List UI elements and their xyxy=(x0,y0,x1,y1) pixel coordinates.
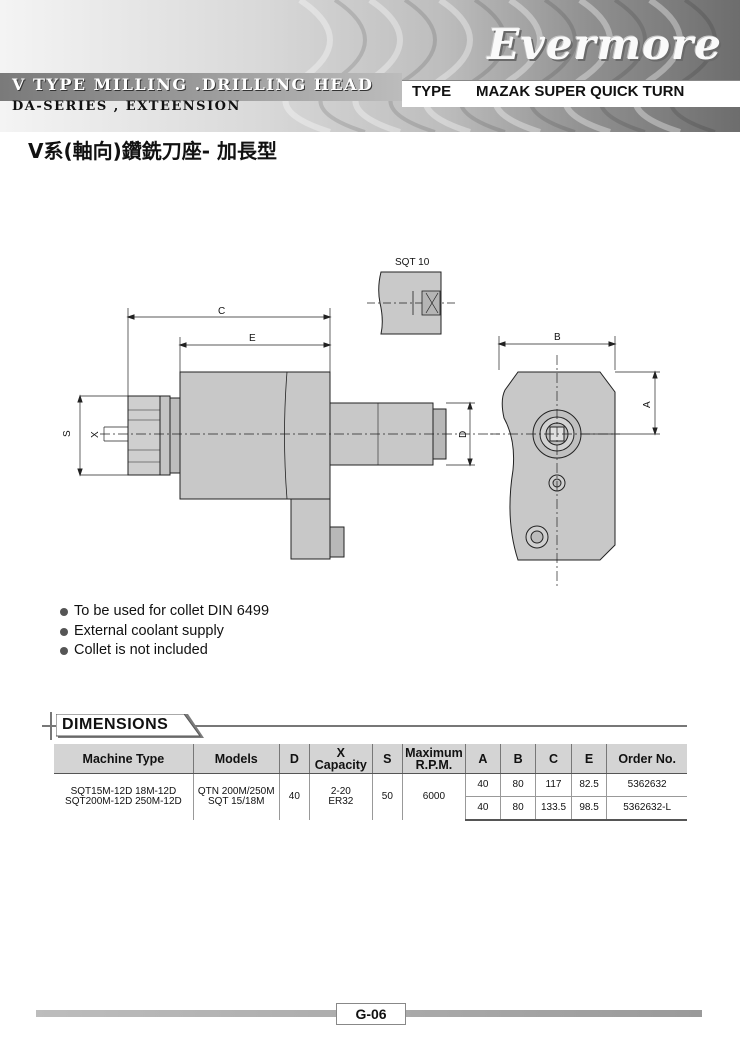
dimensions-table: Machine Type Models D X Capacity S Maxim… xyxy=(54,744,687,821)
col-a: A xyxy=(464,744,502,774)
table-row: 40 80 133.5 98.5 5362632-L xyxy=(54,796,687,821)
note-item: Collet is not included xyxy=(60,641,269,661)
page-header: Evermore V TYPE MILLING .DRILLING HEAD D… xyxy=(0,0,740,132)
cell-max-rpm: 6000 xyxy=(402,773,466,820)
cell-b: 80 xyxy=(500,773,537,797)
title-band xyxy=(0,73,402,101)
models-line2: SQT 15/18M xyxy=(207,796,265,807)
dim-label-e: E xyxy=(249,333,256,344)
col-models: Models xyxy=(192,744,280,774)
col-rpm-line1: Maximum xyxy=(405,745,463,760)
col-x-line1: X xyxy=(336,745,345,760)
dim-label-x: X xyxy=(90,431,101,438)
dim-label-c: C xyxy=(218,306,225,317)
header-wave-texture xyxy=(282,0,717,132)
col-x-line2: Capacity xyxy=(314,757,367,772)
dimensions-rule xyxy=(42,725,687,727)
note-item: To be used for collet DIN 6499 xyxy=(60,602,269,622)
col-rpm-line2: R.P.M. xyxy=(415,757,453,772)
note-item: External coolant supply xyxy=(60,622,269,642)
type-value: MAZAK SUPER QUICK TURN xyxy=(476,83,685,100)
col-max-rpm: Maximum R.P.M. xyxy=(402,744,466,774)
front-view: B A xyxy=(490,332,660,588)
cell-x-capacity: 2-20 ER32 xyxy=(309,773,373,820)
product-series: DA-SERIES , EXTEENSION xyxy=(12,99,241,114)
col-order-no: Order No. xyxy=(606,744,687,774)
table-row: SQT15M-12D 18M-12D SQT200M-12D 250M-12D … xyxy=(54,773,687,820)
dimensions-tab xyxy=(56,714,204,738)
dimensions-heading: DIMENSIONS xyxy=(62,716,169,733)
cell-a: 40 xyxy=(464,796,502,821)
dim-label-b: B xyxy=(554,332,561,343)
dim-label-s: S xyxy=(62,430,73,437)
chinese-title: V系(軸向)鑽銑刀座- 加長型 xyxy=(28,139,278,163)
cell-b: 80 xyxy=(500,796,537,821)
brand-logo: Evermore xyxy=(487,20,722,69)
sqt-label: SQT 10 xyxy=(395,257,430,268)
feature-notes: To be used for collet DIN 6499 External … xyxy=(60,602,269,661)
product-title: V TYPE MILLING .DRILLING HEAD xyxy=(12,75,374,94)
cell-c: 117 xyxy=(535,773,572,797)
col-d: D xyxy=(278,744,311,774)
table-header-row: Machine Type Models D X Capacity S Maxim… xyxy=(54,744,687,774)
type-label: TYPE xyxy=(412,83,452,100)
cell-a: 40 xyxy=(464,773,502,797)
cell-c: 133.5 xyxy=(535,796,572,821)
col-e: E xyxy=(570,744,608,774)
dimensions-tick xyxy=(50,712,52,740)
col-s: S xyxy=(371,744,404,774)
cell-s: 50 xyxy=(371,773,404,820)
machine-line1: SQT15M-12D 18M-12D xyxy=(70,786,177,797)
col-x-capacity: X Capacity xyxy=(309,744,373,774)
col-machine-type: Machine Type xyxy=(54,744,194,774)
col-b: B xyxy=(500,744,537,774)
cell-order-no: 5362632 xyxy=(606,773,687,797)
cell-e: 82.5 xyxy=(570,773,608,797)
cell-machine-type: SQT15M-12D 18M-12D SQT200M-12D 250M-12D xyxy=(54,773,194,820)
x-line1: 2-20 xyxy=(330,786,351,797)
page-number: G-06 xyxy=(336,1003,406,1025)
technical-drawing: SQT 10 C E xyxy=(62,257,660,588)
machine-line2: SQT200M-12D 250M-12D xyxy=(65,796,182,807)
cell-order-no: 5362632-L xyxy=(606,796,687,821)
cell-d: 40 xyxy=(278,773,311,820)
cell-e: 98.5 xyxy=(570,796,608,821)
dim-label-d: D xyxy=(458,431,469,438)
type-box xyxy=(402,80,740,107)
side-view: C E S X D xyxy=(62,306,500,560)
models-line1: QTN 200M/250M xyxy=(197,786,275,797)
cell-models: QTN 200M/250M SQT 15/18M xyxy=(192,773,280,820)
sqt-detail: SQT 10 xyxy=(367,257,455,335)
x-line2: ER32 xyxy=(328,796,354,807)
dim-label-a: A xyxy=(642,401,653,408)
col-c: C xyxy=(535,744,572,774)
